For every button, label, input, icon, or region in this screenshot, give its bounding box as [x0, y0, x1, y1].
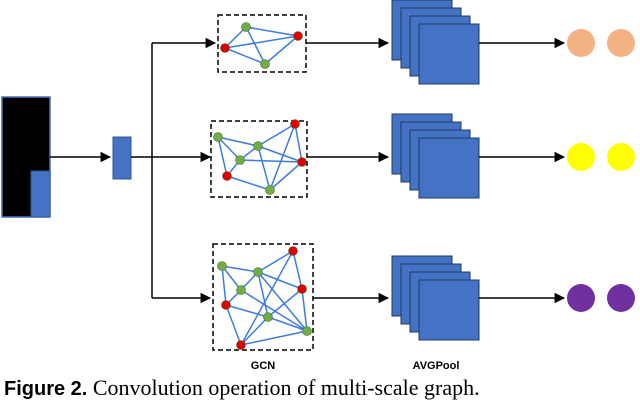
graph-box-medium: [210, 120, 308, 198]
feature-map-stack-middle: [391, 113, 480, 199]
feature-block: [112, 136, 132, 180]
branch-connector: [131, 43, 153, 298]
feature-map-stack-bottom: [391, 255, 480, 341]
gcn-label: GCN: [251, 360, 276, 372]
graph-nodes-medium: [213, 119, 307, 195]
output-nodes-middle: [567, 143, 635, 171]
feature-map-stack-top: [391, 0, 480, 85]
avgpool-label: AVGPool: [413, 360, 460, 372]
output-nodes-bottom: [567, 284, 635, 312]
graph-edges-large: [221, 250, 308, 346]
caption-text: Convolution operation of multi-scale gra…: [87, 375, 480, 400]
figure-caption: Figure 2. Convolution operation of multi…: [4, 375, 480, 401]
graph-nodes-large: [217, 246, 312, 350]
input-image-block: [1, 96, 51, 218]
graph-edges-small: [224, 26, 299, 65]
graph-box-large: [212, 243, 314, 351]
output-nodes-top: [567, 29, 635, 57]
graph-nodes-small: [220, 22, 303, 69]
graph-edges-medium: [217, 123, 303, 191]
caption-lead: Figure 2.: [4, 378, 88, 400]
